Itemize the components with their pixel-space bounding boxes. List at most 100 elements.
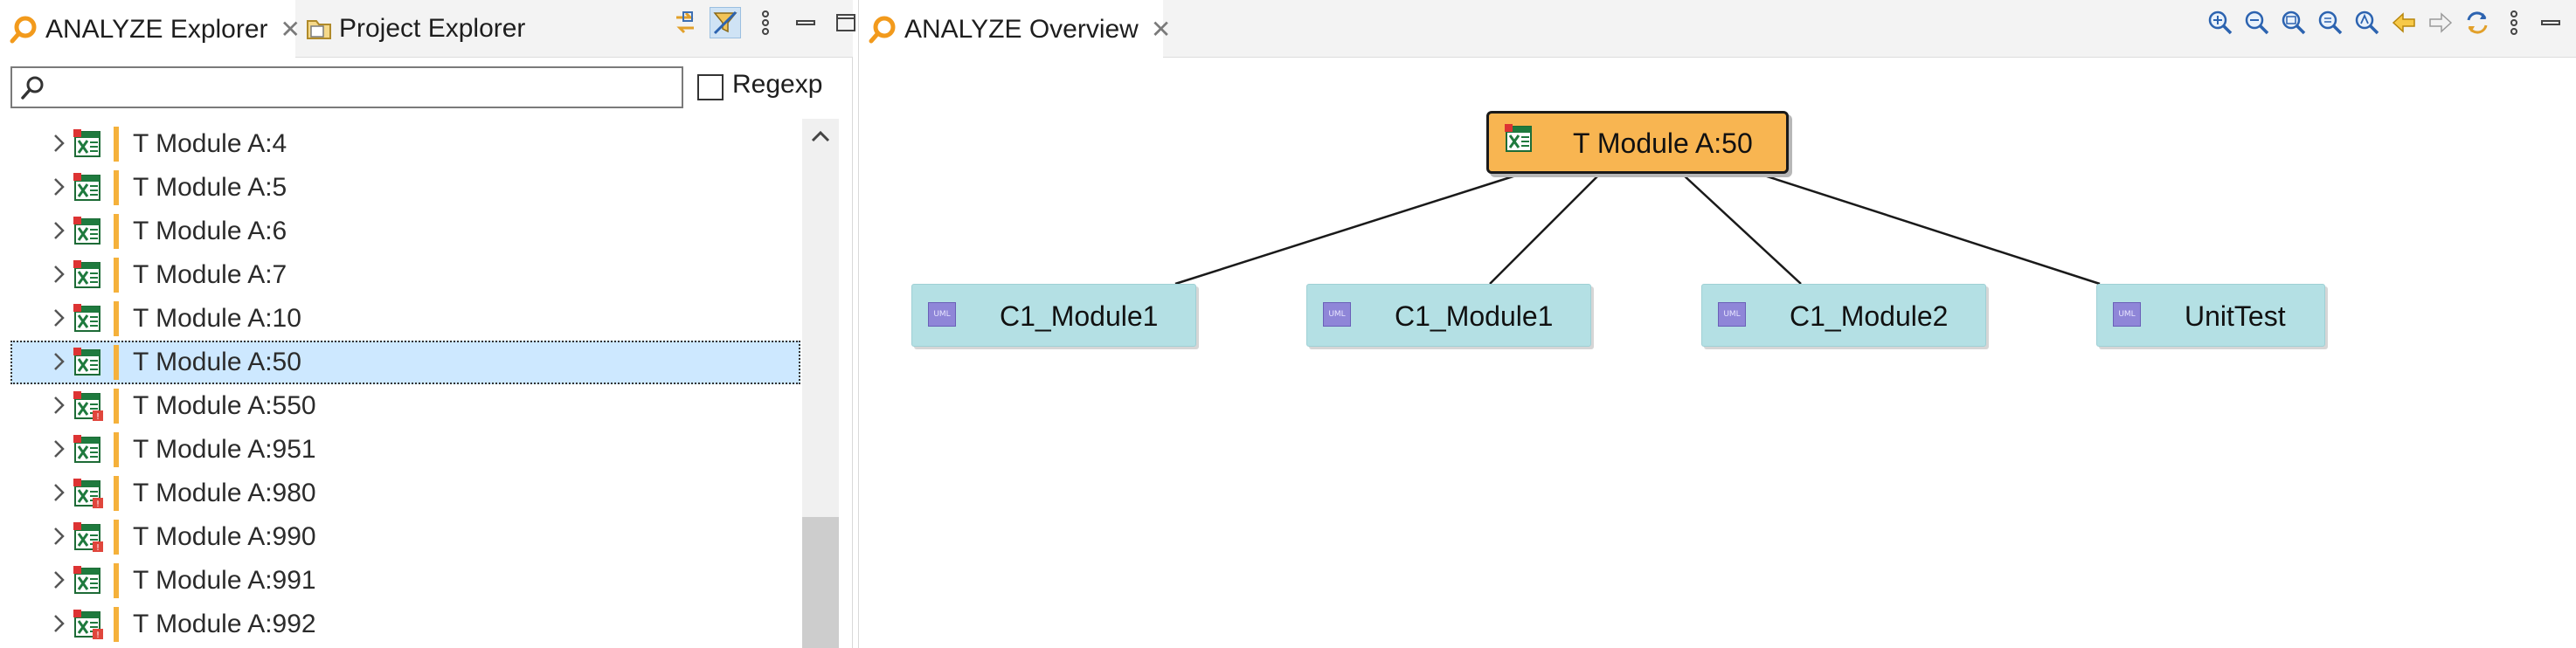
project-folder-icon (304, 14, 334, 44)
chevron-right-icon[interactable] (51, 262, 68, 286)
graph-child-node[interactable]: UML UnitTest (2096, 284, 2325, 347)
tree-item-label: T Module A:4 (133, 129, 287, 158)
maximize-icon[interactable] (2572, 7, 2576, 38)
tab-project-explorer[interactable]: Project Explorer (299, 0, 544, 58)
tree-item[interactable]: T Module A:951 (10, 428, 800, 472)
close-icon[interactable]: ✕ (280, 16, 301, 43)
uml-icon: UML (928, 302, 956, 327)
tree-item[interactable]: T Module A:7 (10, 253, 800, 297)
graph-edges (1174, 172, 2101, 286)
minimize-icon[interactable] (2535, 7, 2566, 38)
search-input-field[interactable] (52, 72, 673, 103)
module-marker-bar (114, 170, 119, 205)
filter-row: Regexp (0, 58, 853, 114)
scroll-up-icon[interactable] (810, 128, 831, 149)
graph-root-node[interactable]: T Module A:50 (1486, 111, 1789, 174)
graph-child-node[interactable]: UML C1_Module2 (1701, 284, 1986, 347)
chevron-right-icon[interactable] (51, 480, 68, 505)
overview-toolbar (2205, 7, 2576, 38)
tab-label: ANALYZE Explorer (45, 14, 268, 44)
tree-item[interactable]: T Module A:50 (10, 341, 800, 384)
tab-label: Project Explorer (339, 14, 526, 43)
analyze-explorer-view: ANALYZE Explorer ✕ Project Explorer (0, 0, 855, 648)
zoom-fit-icon[interactable] (2278, 7, 2309, 38)
svg-text:!: ! (96, 543, 100, 552)
zoom-out-icon[interactable] (2241, 7, 2273, 38)
tree-item[interactable]: T Module A:6 (10, 210, 800, 253)
chevron-right-icon[interactable] (51, 393, 68, 417)
left-tab-bar: ANALYZE Explorer ✕ Project Explorer (0, 0, 855, 59)
tab-analyze-overview[interactable]: ANALYZE Overview ✕ (859, 0, 1171, 59)
graph-child-node[interactable]: UML C1_Module1 (1306, 284, 1591, 347)
excel-module-icon (73, 217, 103, 246)
chevron-right-icon[interactable] (51, 306, 68, 330)
module-marker-bar (114, 432, 119, 467)
tree-item[interactable]: T Module A:10 (10, 297, 800, 341)
right-tab-bar: ANALYZE Overview ✕ (859, 0, 2576, 59)
tree-item-label: T Module A:992 (133, 610, 316, 638)
view-menu-icon[interactable] (750, 7, 781, 38)
graph-node-label: T Module A:50 (1573, 128, 1753, 159)
excel-module-warning-icon: ! (73, 479, 103, 509)
view-menu-icon[interactable] (2498, 7, 2530, 38)
close-icon[interactable]: ✕ (1150, 16, 1172, 43)
chevron-right-icon[interactable] (51, 437, 68, 461)
zoom-reset-icon[interactable] (2315, 7, 2346, 38)
excel-module-icon (73, 435, 103, 465)
uml-icon: UML (1718, 302, 1746, 327)
graph-edge (1174, 172, 1522, 286)
module-marker-bar (114, 301, 119, 336)
tree-item-label: T Module A:10 (133, 304, 301, 333)
chevron-right-icon[interactable] (51, 611, 68, 636)
tree-item[interactable]: ! T Module A:980 (10, 472, 800, 515)
module-marker-bar (114, 563, 119, 598)
chevron-right-icon[interactable] (51, 524, 68, 548)
analyze-icon (868, 15, 897, 45)
chevron-right-icon[interactable] (51, 218, 68, 243)
scrollbar-thumb[interactable] (802, 517, 839, 648)
uml-icon: UML (1323, 302, 1351, 327)
dependency-graph[interactable]: T Module A:50 UML C1_Module1 UML C1_Modu… (859, 59, 2576, 648)
tree-item-label: T Module A:991 (133, 566, 316, 595)
tree-item-label: T Module A:951 (133, 435, 316, 464)
chevron-right-icon[interactable] (51, 131, 68, 155)
chevron-right-icon[interactable] (51, 349, 68, 374)
module-tree: T Module A:4 T Module A:5 (0, 119, 804, 648)
link-with-editor-icon[interactable] (669, 7, 701, 38)
tree-item-label: T Module A:980 (133, 479, 316, 507)
refresh-icon[interactable] (2462, 7, 2493, 38)
excel-module-warning-icon: ! (73, 610, 103, 640)
tree-item[interactable]: T Module A:4 (10, 122, 800, 166)
graph-child-node[interactable]: UML C1_Module1 (911, 284, 1196, 347)
svg-text:!: ! (96, 500, 100, 508)
graph-node-label: C1_Module2 (1790, 300, 1949, 332)
module-marker-bar (114, 127, 119, 162)
chevron-right-icon[interactable] (51, 568, 68, 592)
chevron-right-icon[interactable] (51, 175, 68, 199)
search-input[interactable] (10, 66, 683, 108)
tree-item[interactable]: T Module A:5 (10, 166, 800, 210)
tab-analyze-explorer[interactable]: ANALYZE Explorer ✕ (0, 0, 301, 59)
module-marker-bar (114, 520, 119, 555)
tree-item[interactable]: ! T Module A:550 (10, 384, 800, 428)
maximize-icon[interactable] (830, 7, 862, 38)
back-icon[interactable] (2388, 7, 2420, 38)
graph-edge (1758, 172, 2101, 286)
minimize-icon[interactable] (790, 7, 821, 38)
filter-toggle-icon[interactable] (710, 7, 741, 38)
tree-item-label: T Module A:6 (133, 217, 287, 245)
zoom-in-icon[interactable] (2205, 7, 2236, 38)
tree-item[interactable]: T Module A:991 (10, 559, 800, 603)
tree-item[interactable]: ! T Module A:992 (10, 603, 800, 646)
vertical-scrollbar[interactable] (802, 119, 839, 648)
excel-module-warning-icon: ! (73, 391, 103, 422)
graph-edge (1681, 173, 1802, 285)
forward-icon[interactable] (2425, 7, 2456, 38)
tab-label: ANALYZE Overview (904, 14, 1139, 44)
tree-item[interactable]: ! T Module A:990 (10, 515, 800, 559)
analyze-icon (9, 15, 38, 45)
regexp-checkbox[interactable] (697, 74, 724, 100)
analyze-overview-view: ANALYZE Overview ✕ T Module A:50 UML C1_… (858, 0, 2576, 648)
module-marker-bar (114, 476, 119, 511)
zoom-selection-icon[interactable] (2351, 7, 2383, 38)
